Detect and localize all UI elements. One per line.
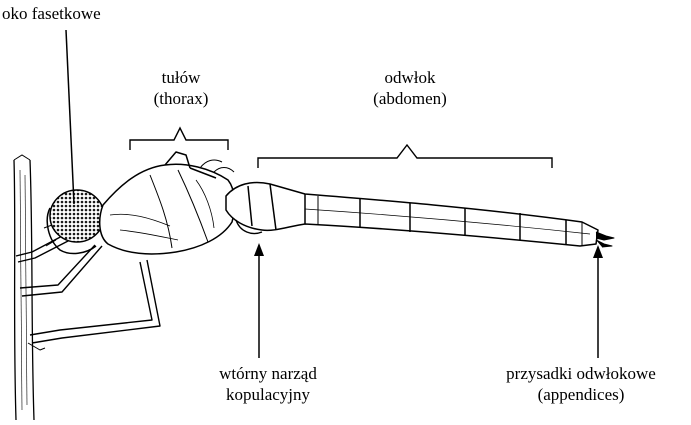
brackets <box>130 128 552 168</box>
copulatory-organ-label-line1: wtórny narząd <box>200 363 336 384</box>
thorax-bracket <box>130 128 228 150</box>
compound-eye <box>50 190 104 242</box>
copulatory-arrowhead <box>254 243 264 256</box>
thorax-label-line2: (thorax) <box>126 88 236 109</box>
appendices-label: przysadki odwłokowe (appendices) <box>476 363 686 405</box>
thorax-label: tułów (thorax) <box>126 67 236 109</box>
eye-pointer <box>66 30 74 204</box>
thorax-label-line1: tułów <box>126 67 236 88</box>
appendices-arrowhead <box>593 245 603 258</box>
compound-eye-label: oko fasetkowe <box>2 3 101 24</box>
abdomen-bracket <box>258 145 552 168</box>
copulatory-organ-label: wtórny narząd kopulacyjny <box>200 363 336 405</box>
appendices-label-line2: (appendices) <box>476 384 686 405</box>
abdomen <box>226 183 614 248</box>
thorax <box>100 152 235 254</box>
abdomen-label: odwłok (abdomen) <box>330 67 490 109</box>
copulatory-organ-label-line2: kopulacyjny <box>200 384 336 405</box>
appendices-label-line1: przysadki odwłokowe <box>476 363 686 384</box>
abdomen-label-line2: (abdomen) <box>330 88 490 109</box>
abdomen-label-line1: odwłok <box>330 67 490 88</box>
